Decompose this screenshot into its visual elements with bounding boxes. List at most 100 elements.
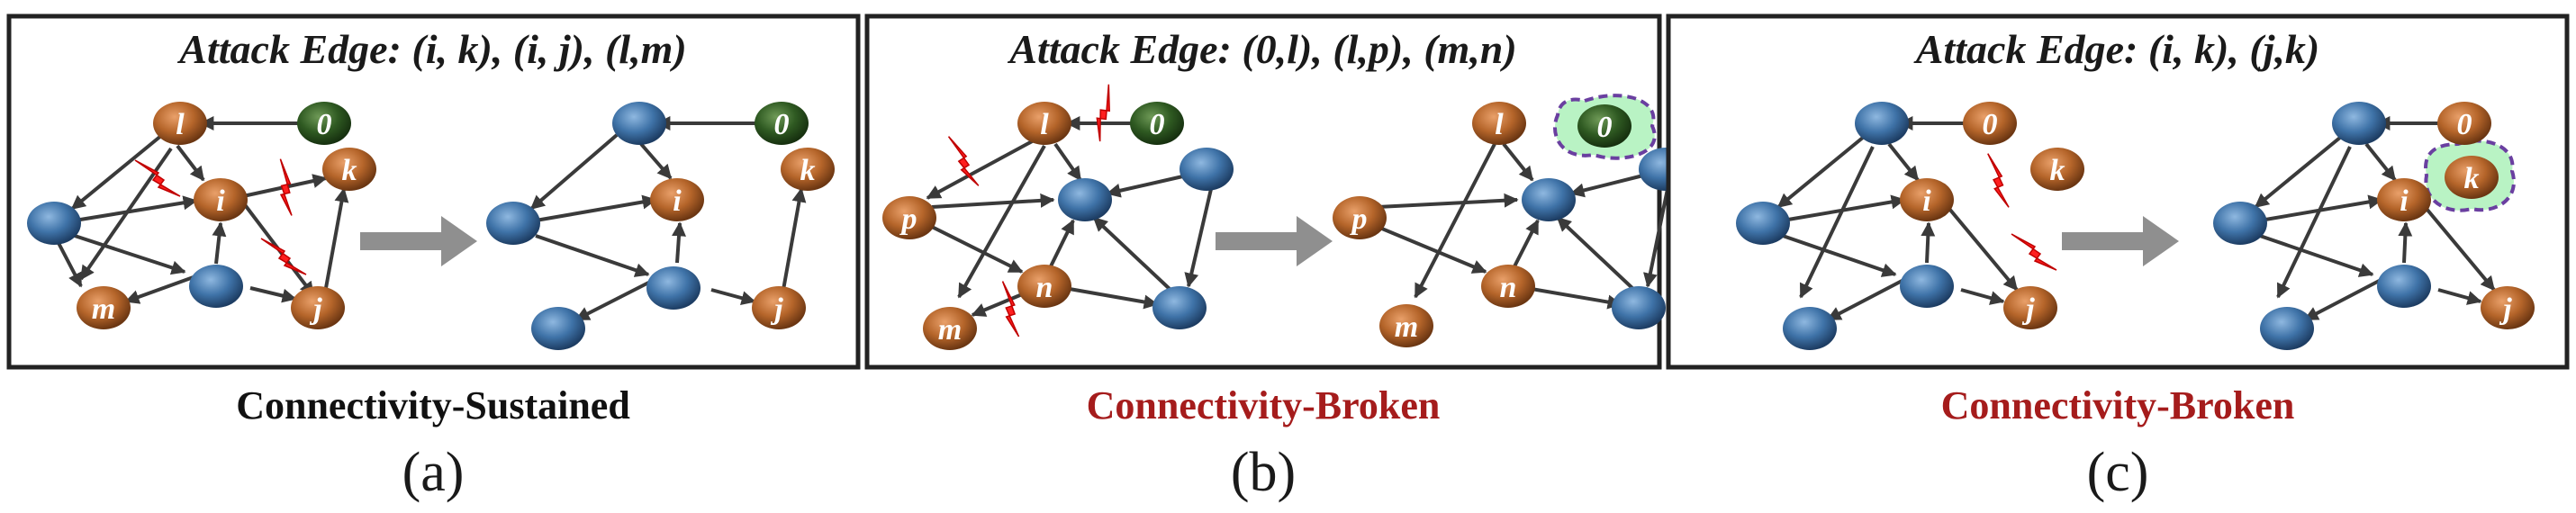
node-blue (1855, 102, 1909, 145)
panel-b-title: Attack Edge: (0,l), (l,p), (m,n) (1007, 26, 1516, 72)
edge (2254, 135, 2343, 209)
node-n (1017, 265, 1071, 308)
edge (529, 133, 619, 211)
edge (1047, 219, 1075, 271)
panel-a-title: Attack Edge: (i, k), (i, j), (l,m) (176, 26, 686, 72)
node-0 (1577, 104, 1631, 148)
node-label: n (1036, 271, 1053, 304)
node-label: k (800, 154, 816, 187)
edge (176, 144, 205, 182)
node-label: m (938, 313, 962, 346)
edge (1106, 174, 1188, 198)
node-m (1379, 304, 1433, 347)
panel-c-after-graph: 0 i k j (2213, 102, 2535, 350)
node-i (194, 178, 248, 221)
node-blue (646, 266, 700, 310)
edge (1502, 142, 1534, 182)
node-k (781, 148, 835, 191)
node-p (1333, 196, 1387, 239)
node-label: m (1395, 310, 1418, 344)
node-blue (189, 265, 243, 308)
node-0 (755, 102, 809, 145)
edge (971, 291, 1027, 317)
node-label: p (1350, 202, 1368, 236)
node-label: p (899, 202, 917, 236)
node-label: l (176, 108, 185, 141)
edge (324, 187, 349, 289)
node-blue (2213, 202, 2267, 245)
panel-a-frame (6, 14, 861, 370)
node-blue (1152, 286, 1207, 329)
node-label: i (673, 184, 682, 218)
edge (1569, 174, 1644, 198)
node-blue (2377, 265, 2431, 308)
panel-a-status: Connectivity-Sustained (236, 383, 630, 428)
edge (124, 273, 202, 304)
edge (1948, 207, 2019, 292)
edge (1525, 286, 1622, 310)
node-label: n (1500, 271, 1517, 304)
edge (1799, 146, 1875, 299)
edge (2425, 207, 2496, 292)
panel-b-caption: (b) (1231, 442, 1296, 503)
node-label: k (342, 154, 357, 187)
edge (1184, 188, 1213, 288)
edge (926, 138, 1036, 200)
node-i (650, 178, 704, 221)
panel-b-status: Connectivity-Broken (1087, 383, 1441, 428)
edge (957, 145, 1046, 299)
edge (1556, 216, 1636, 292)
edge (931, 193, 1055, 209)
edge (535, 234, 650, 277)
node-l (153, 102, 207, 145)
node-label: l (1495, 108, 1504, 141)
edge (1377, 225, 1487, 274)
node-label: 0 (1983, 108, 1998, 141)
node-label: i (1922, 184, 1931, 218)
panel-c-before-graph: 0 i k j (1736, 102, 2084, 350)
edge (782, 187, 807, 291)
panel-c-caption: (c) (2087, 442, 2149, 503)
node-j (2481, 286, 2535, 329)
transition-arrow (360, 216, 477, 266)
edge (212, 221, 227, 265)
node-blue (1900, 265, 1954, 308)
node-blue (1180, 148, 1234, 191)
node-blue (27, 202, 81, 245)
edge (639, 142, 673, 180)
node-k (2445, 156, 2499, 199)
node-blue (1522, 178, 1576, 221)
transition-arrow (1216, 216, 1333, 266)
node-l (1017, 102, 1071, 145)
panel-c-status: Connectivity-Broken (1941, 383, 2295, 428)
node-blue (2260, 307, 2314, 350)
edge (1063, 286, 1159, 310)
node-i (1900, 178, 1954, 221)
node-j (291, 286, 345, 329)
edge (249, 286, 297, 303)
edge (1092, 216, 1172, 292)
edge (2303, 275, 2387, 321)
node-blue (1736, 202, 1790, 245)
edge (2276, 146, 2352, 299)
edge (1053, 142, 1082, 182)
edge (1921, 221, 1936, 264)
edge (2398, 221, 2413, 264)
edge (1887, 142, 1920, 182)
edge (57, 242, 83, 288)
edge (1960, 288, 2005, 305)
edge (1414, 143, 1496, 299)
node-j (752, 286, 806, 329)
edge (2364, 142, 2397, 182)
panel-a-after-graph: 0 i k j (486, 102, 835, 350)
node-label: 0 (2457, 108, 2472, 141)
edge (535, 194, 657, 222)
node-i (2377, 178, 2431, 221)
node-m (77, 286, 131, 329)
edge (2437, 288, 2482, 305)
node-0 (297, 102, 351, 145)
panel-b-before-graph: l 0 p n m (882, 84, 1234, 350)
node-label: 0 (774, 108, 790, 141)
edge (1511, 219, 1540, 271)
node-label: 0 (1150, 108, 1165, 141)
